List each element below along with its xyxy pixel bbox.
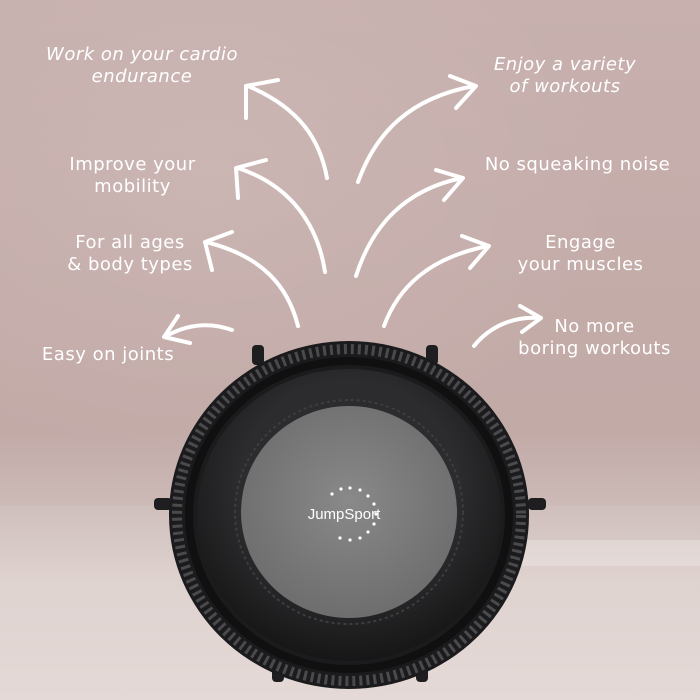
bungee-cords [172, 344, 526, 686]
curved-arrow-icon [203, 230, 300, 328]
label-variety: Enjoy a variety of workouts [493, 54, 637, 97]
label-mobility: Improve your mobility [69, 154, 196, 197]
floor-mat [520, 540, 700, 566]
logo-dots [330, 486, 378, 542]
label-cardio: Work on your cardio endurance [46, 44, 238, 87]
curved-arrow-icon [382, 234, 491, 328]
curved-arrow-icon [354, 168, 465, 278]
curved-arrow-icon [162, 314, 234, 345]
label-ages: For all ages & body types [67, 232, 193, 275]
brand-logo: JumpSport [308, 506, 381, 523]
curved-arrow-icon [234, 158, 327, 274]
label-boring: No more boring workouts [518, 316, 671, 359]
curved-arrow-icon [244, 78, 329, 180]
jump-mat [241, 406, 457, 618]
curved-arrow-icon [472, 304, 543, 348]
label-squeak: No squeaking noise [484, 154, 671, 175]
curved-arrow-icon [356, 74, 478, 184]
label-joints: Easy on joints [41, 344, 175, 365]
label-muscles: Engage your muscles [517, 232, 644, 275]
